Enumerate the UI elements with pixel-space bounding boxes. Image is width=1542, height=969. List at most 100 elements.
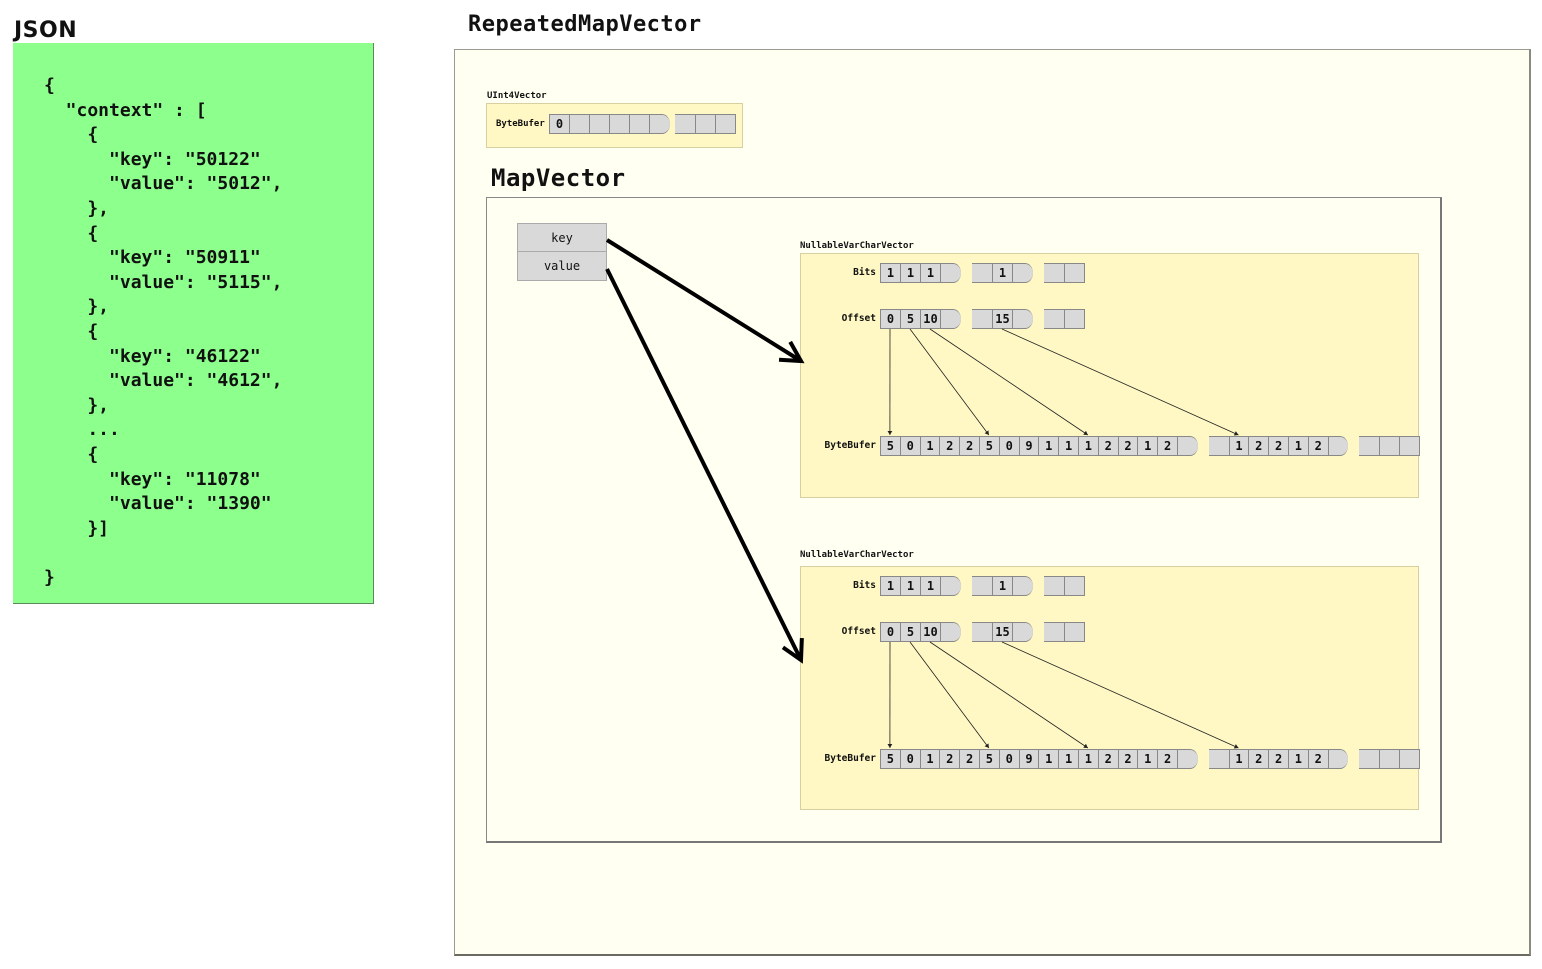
uint4-vector-label: UInt4Vector — [487, 91, 547, 101]
bytebuffer-cell: 0 — [899, 749, 921, 769]
json-code-line: }, — [44, 197, 110, 219]
bits-cell: 1 — [992, 576, 1013, 596]
json-code-line: "context" : [ — [44, 99, 207, 121]
bytebuffer-cell: 2 — [1117, 749, 1139, 769]
map-entry-key-field[interactable]: key — [517, 223, 607, 252]
bits-cell — [972, 576, 993, 596]
offset-cell — [972, 309, 993, 329]
offset-row-label: Offset — [841, 626, 876, 637]
offset-cell — [1044, 622, 1065, 642]
bits-cell — [1044, 263, 1065, 283]
repeated-map-vector-title: RepeatedMapVector — [468, 12, 702, 37]
bits-row-label: Bits — [853, 580, 876, 591]
uint4-bytebuffer-cell — [649, 114, 670, 134]
bytebuffer-cell: 2 — [1268, 749, 1289, 769]
bytebuffer-cell: 2 — [1157, 436, 1178, 456]
json-code-line: "key": "46122" — [44, 345, 261, 367]
map-entry-value-field[interactable]: value — [517, 252, 607, 281]
offset-cell — [940, 309, 961, 329]
bytebuffer-cell — [1208, 749, 1230, 769]
bytebuffer-cell — [1379, 749, 1400, 769]
bits-cell: 1 — [900, 263, 921, 283]
json-panel — [13, 43, 374, 604]
offset-cell: 15 — [992, 622, 1013, 642]
bytebuffer-cell: 2 — [1268, 436, 1289, 456]
offset-cell — [1064, 309, 1085, 329]
bytebuffer-cell: 1 — [1228, 436, 1250, 456]
json-panel-title: JSON — [14, 18, 78, 43]
uint4-bytebuffer-label: ByteBufer — [496, 119, 545, 129]
bytebuffer-cell: 1 — [919, 436, 941, 456]
bits-cell — [1012, 576, 1033, 596]
uint4-bytebuffer-cell: 0 — [549, 114, 570, 134]
bits-cell: 1 — [920, 576, 941, 596]
key-nullable-varchar-vector — [800, 253, 1419, 498]
bytebuffer-cell — [1177, 749, 1198, 769]
uint4-bytebuffer-cell — [675, 114, 696, 134]
bytebuffer-cell: 1 — [1058, 436, 1079, 456]
json-code-line: "key": "11078" — [44, 468, 261, 490]
offset-cell — [1044, 309, 1065, 329]
bits-row-label: Bits — [853, 267, 876, 278]
bits-cell — [1064, 576, 1085, 596]
bits-cell — [940, 263, 961, 283]
json-code-line: "value": "1390" — [44, 493, 272, 515]
json-code-line: "value": "5012", — [44, 173, 283, 195]
bytebuffer-row-label: ByteBufer — [824, 440, 876, 451]
bytebuffer-cell: 1 — [1137, 749, 1159, 769]
bytebuffer-cell: 5 — [979, 436, 1000, 456]
bytebuffer-cell: 0 — [998, 749, 1020, 769]
bytebuffer-cell: 2 — [1117, 436, 1139, 456]
bytebuffer-cell — [1208, 436, 1230, 456]
json-code-block: { "context" : [ { "key": "50122" "value"… — [44, 74, 282, 590]
value-vector-label: NullableVarCharVector — [800, 550, 914, 560]
bits-cell: 1 — [920, 263, 941, 283]
bytebuffer-cell: 2 — [939, 436, 961, 456]
json-code-line: { — [44, 75, 55, 96]
offset-cell: 10 — [920, 309, 941, 329]
bytebuffer-cell: 2 — [1157, 749, 1178, 769]
bits-cell — [1044, 576, 1065, 596]
uint4-bytebuffer-cell — [629, 114, 650, 134]
bits-cell — [940, 576, 961, 596]
bytebuffer-cell: 5 — [979, 749, 1000, 769]
bits-cell: 1 — [880, 263, 901, 283]
bytebuffer-cell: 5 — [880, 436, 901, 456]
uint4-bytebuffer-cell — [589, 114, 610, 134]
offset-cell: 5 — [900, 622, 921, 642]
bytebuffer-cell — [1399, 436, 1420, 456]
offset-cell — [972, 622, 993, 642]
bytebuffer-cell — [1327, 749, 1349, 769]
offset-cell — [1012, 309, 1033, 329]
bits-cell: 1 — [880, 576, 901, 596]
bits-cell — [1012, 263, 1033, 283]
bytebuffer-cell: 1 — [1137, 436, 1159, 456]
bytebuffer-cell: 1 — [1288, 436, 1309, 456]
offset-cell — [1012, 622, 1033, 642]
offset-cell: 15 — [992, 309, 1013, 329]
value-nullable-varchar-vector — [800, 566, 1419, 810]
bytebuffer-cell: 2 — [1248, 436, 1270, 456]
json-code-line: { — [44, 124, 99, 146]
json-code-line: "value": "5115", — [44, 271, 283, 293]
bytebuffer-cell: 9 — [1018, 749, 1040, 769]
bytebuffer-cell: 1 — [919, 749, 941, 769]
map-vector-title: MapVector — [491, 164, 626, 192]
bits-cell: 1 — [992, 263, 1013, 283]
json-code-line: { — [44, 222, 99, 244]
bytebuffer-cell: 2 — [1248, 749, 1270, 769]
bits-cell — [972, 263, 993, 283]
json-code-line: "key": "50122" — [44, 148, 261, 170]
uint4-bytebuffer-cell — [609, 114, 630, 134]
offset-cell — [1064, 622, 1085, 642]
offset-cell — [940, 622, 961, 642]
bytebuffer-cell: 0 — [998, 436, 1020, 456]
key-vector-label: NullableVarCharVector — [800, 241, 914, 251]
offset-row-label: Offset — [841, 313, 876, 324]
bytebuffer-cell: 1 — [1038, 436, 1060, 456]
bytebuffer-cell: 1 — [1228, 749, 1250, 769]
json-code-line — [44, 541, 282, 566]
bits-cell — [1064, 263, 1085, 283]
bytebuffer-cell: 1 — [1288, 749, 1309, 769]
json-code-line: ... — [44, 419, 120, 441]
